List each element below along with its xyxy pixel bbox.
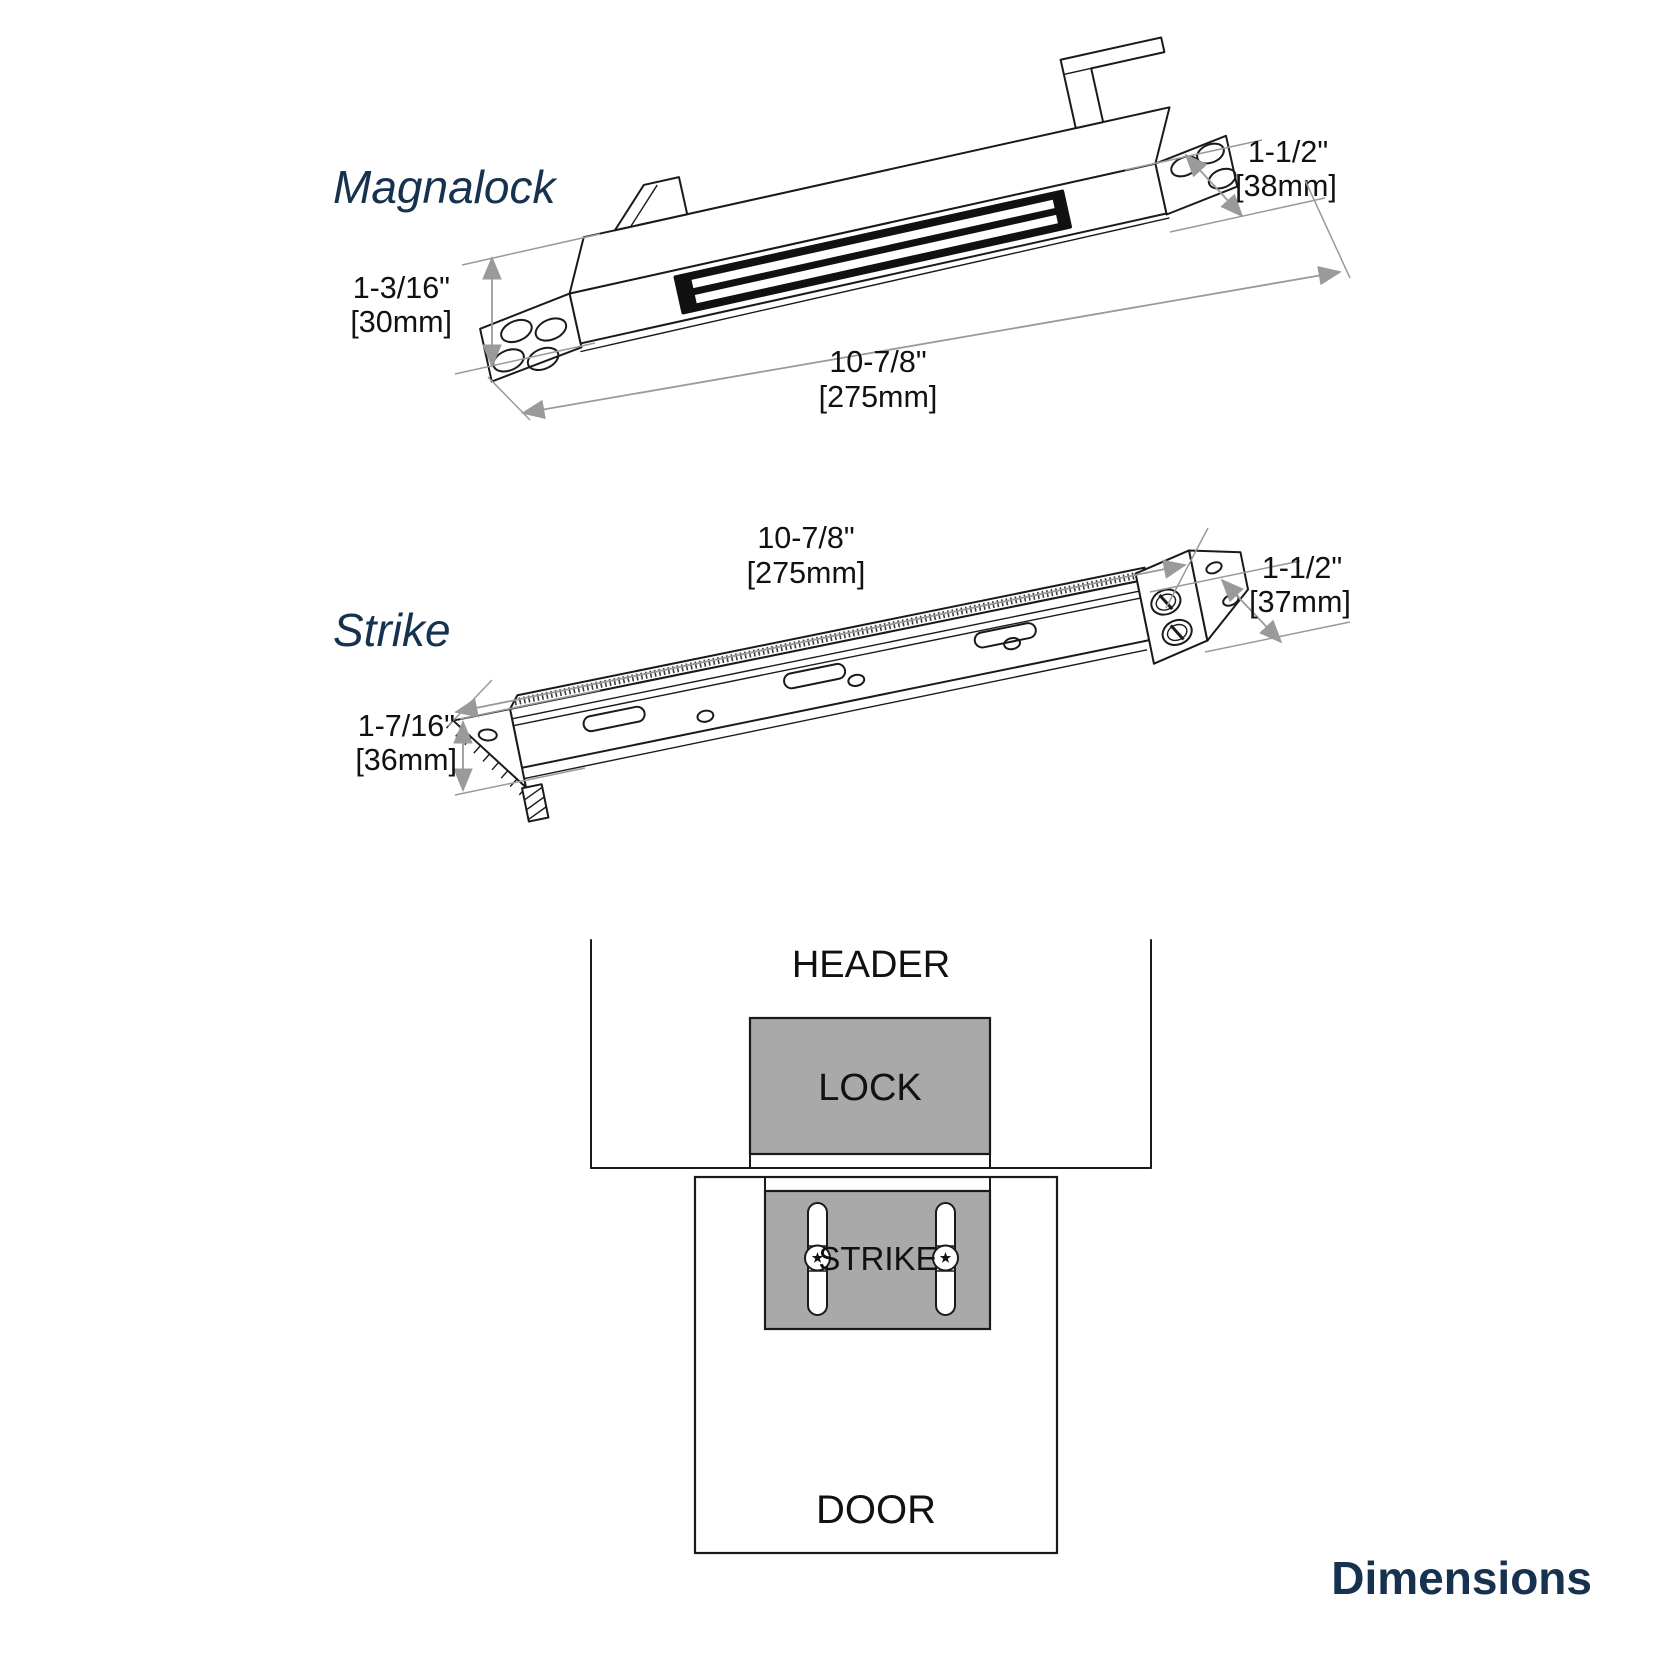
door-label: DOOR (816, 1488, 936, 1532)
strike-height-dimension: 1-7/16" [36mm] (355, 689, 601, 796)
strike-label: Strike (333, 604, 451, 656)
torx-star-icon (811, 1252, 824, 1263)
magnalock-height-value: 1-3/16" (353, 271, 450, 305)
strike-length-dimension: 10-7/8" [275mm] (447, 521, 1209, 727)
magnalock-depth-value: 1-1/2" (1248, 135, 1328, 169)
magnalock-left-bracket (613, 176, 689, 232)
strike-depth-dimension: 1-1/2" [37mm] (1149, 551, 1351, 653)
strike-depth-value-mm: [37mm] (1249, 585, 1351, 619)
magnalock-right-bracket (1059, 36, 1166, 130)
strike-height-value-mm: [36mm] (355, 743, 457, 777)
strike-length-value: 10-7/8" (757, 521, 854, 555)
lock-tab (749, 1153, 991, 1169)
strike-height-value: 1-7/16" (358, 709, 455, 743)
lock-label: LOCK (818, 1067, 921, 1109)
strike-depth-value: 1-1/2" (1262, 551, 1342, 585)
magnalock-drawing: 1-3/16" [30mm] 1-1/2" [38mm] 10-7/8" [27… (350, 36, 1351, 421)
strike-plate-label: STRIKE (818, 1240, 937, 1277)
header-label: HEADER (792, 944, 950, 986)
magnalock-length-value: 10-7/8" (829, 345, 926, 379)
magnalock-depth-dimension: 1-1/2" [38mm] (1124, 135, 1337, 233)
torx-star-icon (939, 1252, 952, 1263)
strike-length-value-mm: [275mm] (747, 556, 866, 590)
lock-block (748, 1016, 992, 1156)
magnalock-height-value-mm: [30mm] (350, 305, 452, 339)
strike-tab (764, 1176, 991, 1192)
magnalock-depth-value-mm: [38mm] (1235, 169, 1337, 203)
magnalock-length-value-mm: [275mm] (819, 380, 938, 414)
strike-drawing: 10-7/8" [275mm] 1-1/2" [37mm] 1-7/16" [3… (355, 521, 1351, 823)
installation-diagram: HEADER LOCK DOOR STRIKE (590, 939, 1152, 1555)
magnalock-length-dimension: 10-7/8" [275mm] (487, 179, 1351, 421)
magnalock-label: Magnalock (333, 161, 557, 213)
page-title: Dimensions (1331, 1552, 1592, 1604)
